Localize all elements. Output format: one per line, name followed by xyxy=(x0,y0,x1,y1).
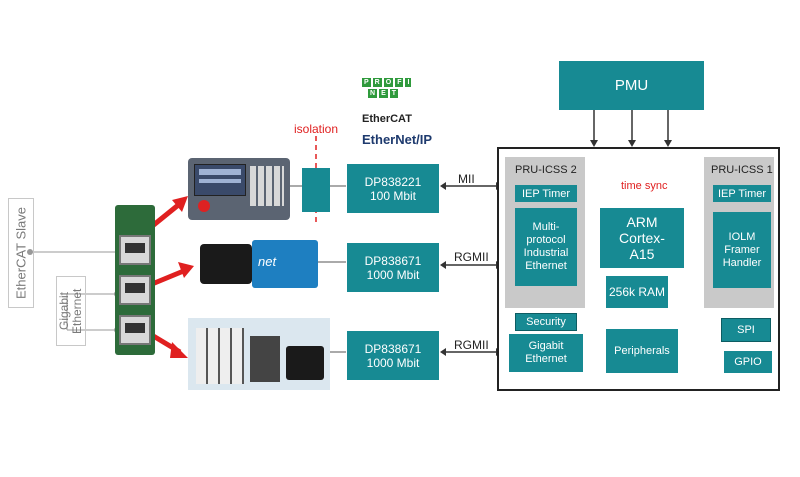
pru-icss-2-iep-timer: IEP Timer xyxy=(515,185,577,202)
servo-drive-image xyxy=(188,318,330,390)
security-box: Security xyxy=(515,313,577,331)
phy-2-name: DP838671 xyxy=(364,253,422,268)
gigabit-ethernet-soc-label: Gigabit Ethernet xyxy=(525,340,567,365)
rj45-port-3 xyxy=(119,315,151,345)
pru-icss-1-title: PRU-ICSS 1 xyxy=(711,164,773,176)
security-label: Security xyxy=(526,316,566,328)
pmu-label: PMU xyxy=(614,77,649,94)
phy-2-speed: 1000 Mbit xyxy=(366,267,420,282)
time-sync-label: time sync xyxy=(621,180,668,192)
ram-box: 256k RAM xyxy=(606,276,668,308)
arm-label: ARM Cortex-A15 xyxy=(619,214,665,262)
phy-1-name: DP838221 xyxy=(364,174,422,189)
pru-icss-2-app: Multi-protocol Industrial Ethernet xyxy=(515,208,577,286)
ethernet-ip-logo: EtherNet/IP xyxy=(362,132,433,147)
gigabit-ethernet-box: Gigabit Ethernet xyxy=(509,334,583,372)
peripherals-label: Peripherals xyxy=(614,345,670,357)
rj45-port-2 xyxy=(119,275,151,305)
camera-image: net xyxy=(200,240,318,288)
rgmii-label-2: RGMII xyxy=(454,338,489,352)
ram-label: 256k RAM xyxy=(608,285,666,299)
pru-icss-2-title: PRU-ICSS 2 xyxy=(515,164,577,176)
pmu-box: PMU xyxy=(559,61,704,110)
mii-label: MII xyxy=(458,172,475,186)
gpio-box: GPIO xyxy=(724,351,772,373)
ethercat-logo: EtherCAT xyxy=(362,113,412,125)
rgmii-label-1: RGMII xyxy=(454,250,489,264)
pru-icss-1-iep-timer: IEP Timer xyxy=(713,185,771,202)
arm-box: ARM Cortex-A15 xyxy=(600,208,684,268)
multi-protocol-label: Multi-protocol Industrial Ethernet xyxy=(523,221,569,272)
phy-box-3: DP838671 1000 Mbit xyxy=(347,331,439,380)
camera-brand-icon: net xyxy=(258,254,277,269)
profinet-logo-top: P xyxy=(362,78,371,87)
pru-icss-1-app: IOLM Framer Handler xyxy=(713,212,771,288)
phy-1-speed: 100 Mbit xyxy=(369,188,417,203)
isolation-label: isolation xyxy=(294,122,339,136)
spi-box: SPI xyxy=(721,318,771,342)
peripherals-box: Peripherals xyxy=(606,329,678,373)
gpio-label: GPIO xyxy=(734,356,762,368)
profinet-logo: P R O F I N E T xyxy=(362,78,412,98)
board-image xyxy=(115,205,155,355)
phy-box-2: DP838671 1000 Mbit xyxy=(347,243,439,292)
phy-3-speed: 1000 Mbit xyxy=(366,355,420,370)
spi-label: SPI xyxy=(737,324,755,336)
ethercat-slave-label: EtherCAT Slave xyxy=(8,198,34,308)
phy-3-name: DP838671 xyxy=(364,341,422,356)
phy-box-1: DP838221 100 Mbit xyxy=(347,164,439,213)
isolation-block xyxy=(302,168,330,212)
cnc-controller-image xyxy=(188,158,290,220)
iolm-label: IOLM Framer Handler xyxy=(722,230,762,269)
rj45-port-1 xyxy=(119,235,151,265)
gigabit-ethernet-label: Gigabit Ethernet xyxy=(56,276,86,346)
